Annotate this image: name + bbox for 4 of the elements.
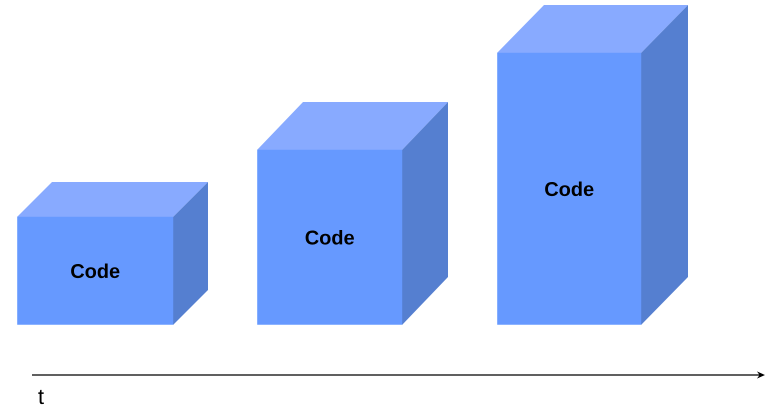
cube-block: Code [257,102,448,325]
axis-label: t [38,390,44,404]
cube-block: Code [497,5,688,325]
cube-block: Code [17,182,208,325]
